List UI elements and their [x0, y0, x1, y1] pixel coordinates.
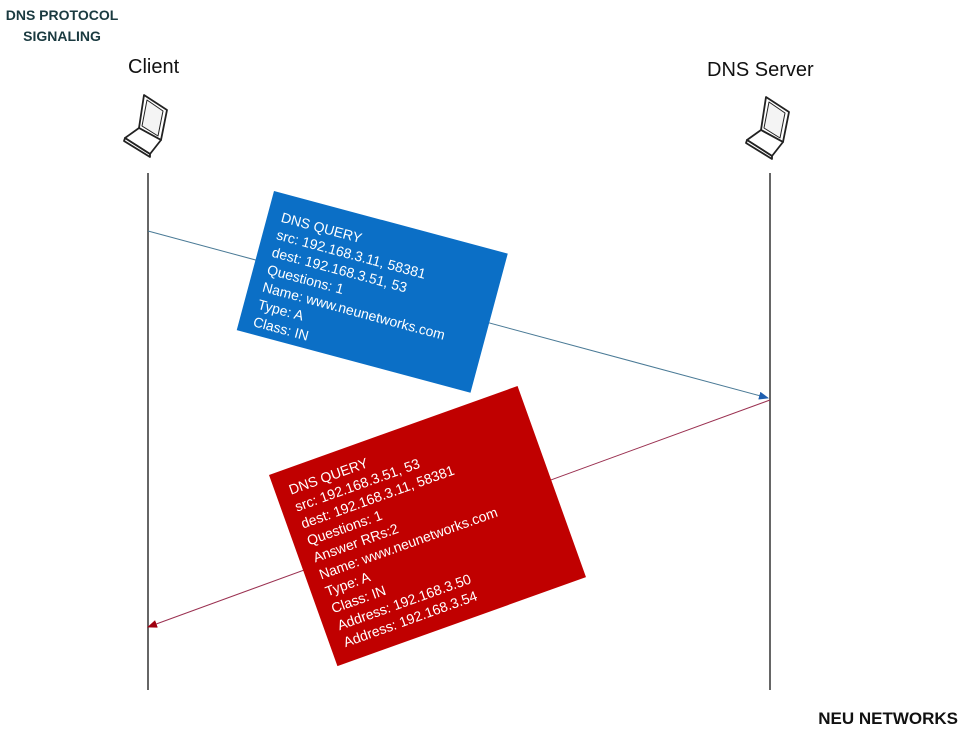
laptop-icon [745, 96, 790, 160]
diagram-title: DNS PROTOCOL SIGNALING [0, 5, 124, 47]
client-label: Client [128, 56, 180, 78]
laptop-icon [123, 94, 168, 158]
title-line: DNS PROTOCOL [5, 7, 119, 23]
server-label: DNS Server [707, 59, 814, 81]
brand-footer: NEU NETWORKS [818, 709, 958, 728]
title-line: SIGNALING [23, 28, 101, 44]
